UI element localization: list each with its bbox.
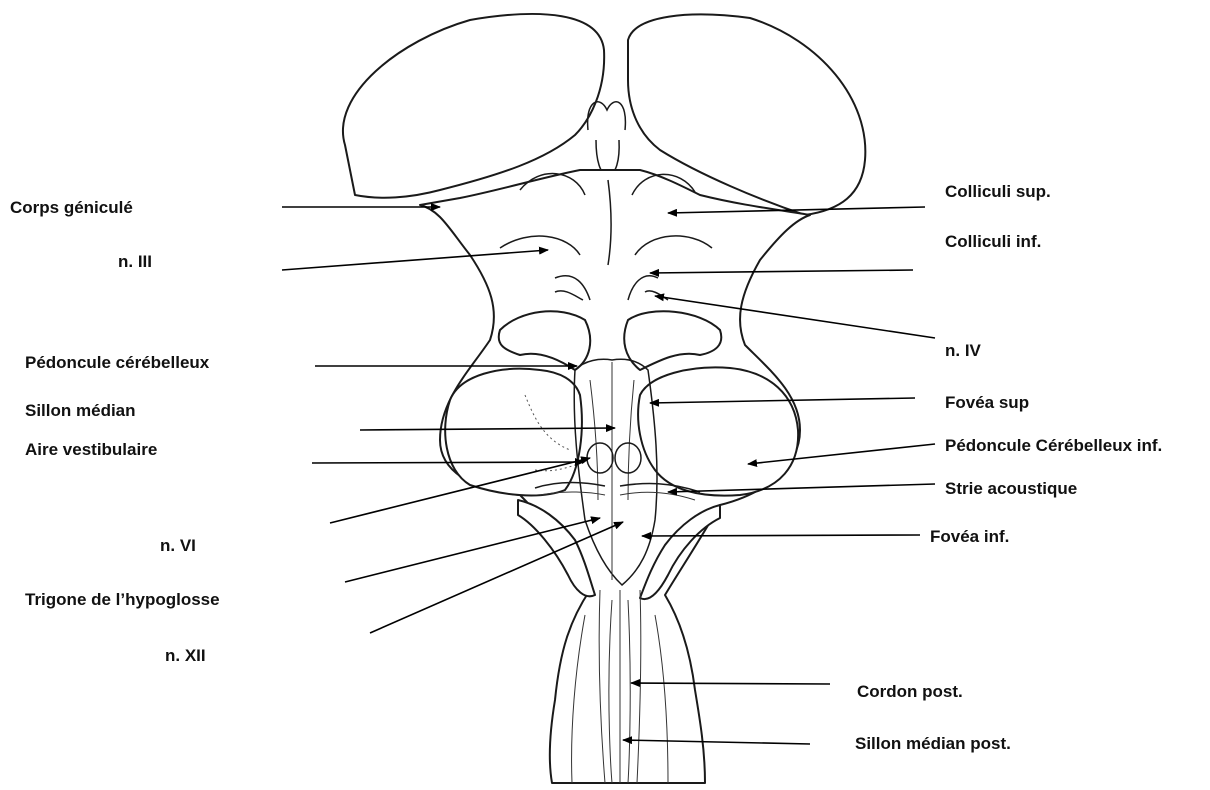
label-n6: n. VI: [160, 537, 196, 554]
label-n12: n. XII: [165, 647, 206, 664]
label-pedoncule-cerebelleux-inf: Pédoncule Cérébelleux inf.: [945, 437, 1162, 454]
label-colliculi-sup: Colliculi sup.: [945, 183, 1051, 200]
left-hemisphere: [343, 14, 604, 198]
label-trigone-hypoglosse: Trigone de l’hypoglosse: [25, 591, 220, 608]
label-fovea-inf: Fovéa inf.: [930, 528, 1009, 545]
label-sillon-median: Sillon médian: [25, 402, 136, 419]
label-strie-acoustique: Strie acoustique: [945, 480, 1077, 497]
label-corps-genicule: Corps géniculé: [10, 199, 133, 216]
label-sillon-median-post: Sillon médian post.: [855, 735, 1011, 752]
middle-peduncle-right: [638, 367, 798, 495]
label-cordon-post: Cordon post.: [857, 683, 963, 700]
label-colliculi-inf: Colliculi inf.: [945, 233, 1041, 250]
label-pedoncule-cerebelleux: Pédoncule cérébelleux: [25, 354, 209, 371]
label-n3: n. III: [118, 253, 152, 270]
label-fovea-sup: Fovéa sup: [945, 394, 1029, 411]
label-aire-vestibulaire: Aire vestibulaire: [25, 441, 157, 458]
label-n4: n. IV: [945, 342, 981, 359]
